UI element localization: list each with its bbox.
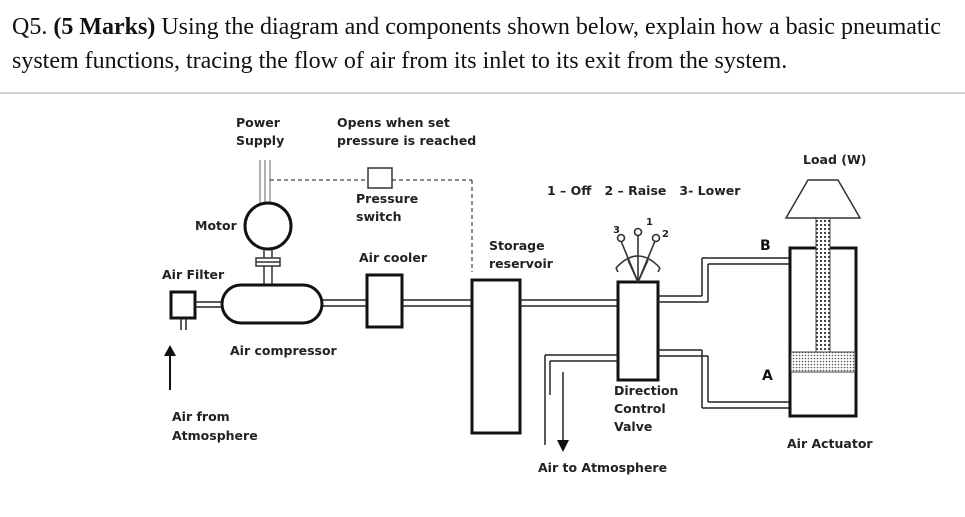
lever-number-2: 2 — [662, 229, 669, 240]
label-opens-when-2: pressure is reached — [337, 133, 476, 148]
air-filter — [169, 290, 197, 320]
divider — [0, 92, 965, 94]
label-port-a: A — [762, 368, 773, 384]
pressure-switch-box — [367, 167, 393, 189]
label-power-supply-1: Power — [236, 115, 281, 130]
lever-number-3: 3 — [613, 225, 620, 236]
label-pressure-switch-2: switch — [356, 209, 402, 224]
label-storage-reservoir-1: Storage — [489, 238, 545, 253]
question-text: Q5. (5 Marks) Using the diagram and comp… — [12, 10, 957, 78]
question-marks: (5 Marks) — [53, 14, 156, 40]
label-load: Load (W) — [803, 152, 867, 167]
inlet-arrow — [164, 345, 176, 390]
label-opens-when-1: Opens when set — [337, 115, 450, 130]
air-cooler — [365, 273, 404, 329]
motor — [243, 201, 293, 251]
piston-rod — [815, 214, 831, 353]
air-compressor — [220, 283, 324, 325]
label-storage-reservoir-2: reservoir — [489, 256, 554, 271]
pipe-valve-port-a — [658, 349, 790, 409]
label-air-to-atmosphere: Air to Atmosphere — [538, 460, 667, 475]
label-power-supply-2: Supply — [236, 133, 284, 148]
valve-lever — [615, 227, 661, 283]
power-supply-wires — [259, 160, 271, 205]
actuator-piston — [790, 351, 856, 373]
label-valve-positions: 1 – Off 2 – Raise 3- Lower — [547, 183, 741, 198]
lever-number-1: 1 — [646, 217, 653, 228]
label-air-from-1: Air from — [172, 409, 230, 424]
pipe-valve-port-b — [658, 257, 790, 303]
label-air-actuator: Air Actuator — [787, 436, 873, 451]
label-dcv-2: Control — [614, 401, 666, 416]
label-port-b: B — [760, 238, 771, 254]
exhaust-pipe — [544, 354, 618, 445]
direction-control-valve — [616, 280, 660, 382]
pipe-reservoir-valve — [520, 299, 618, 307]
pipe-cooler-reservoir — [402, 299, 472, 307]
exhaust-arrow — [557, 440, 569, 452]
motor-coupling — [255, 249, 281, 285]
pressure-signal-dashed-line — [270, 179, 473, 272]
label-motor: Motor — [195, 218, 238, 233]
load — [784, 179, 862, 219]
label-air-cooler: Air cooler — [359, 250, 428, 265]
filter-pipes — [180, 301, 222, 330]
label-air-compressor: Air compressor — [230, 343, 338, 358]
question-prefix: Q5. — [12, 14, 54, 40]
label-dcv-3: Valve — [614, 419, 652, 434]
label-air-filter: Air Filter — [162, 267, 225, 282]
question-body: Using the diagram and components shown b… — [12, 14, 941, 74]
pipe-compressor-cooler — [322, 299, 367, 307]
label-pressure-switch-1: Pressure — [356, 191, 418, 206]
storage-reservoir — [470, 278, 522, 435]
label-air-from-2: Atmosphere — [172, 428, 258, 443]
label-dcv-1: Direction — [614, 383, 678, 398]
